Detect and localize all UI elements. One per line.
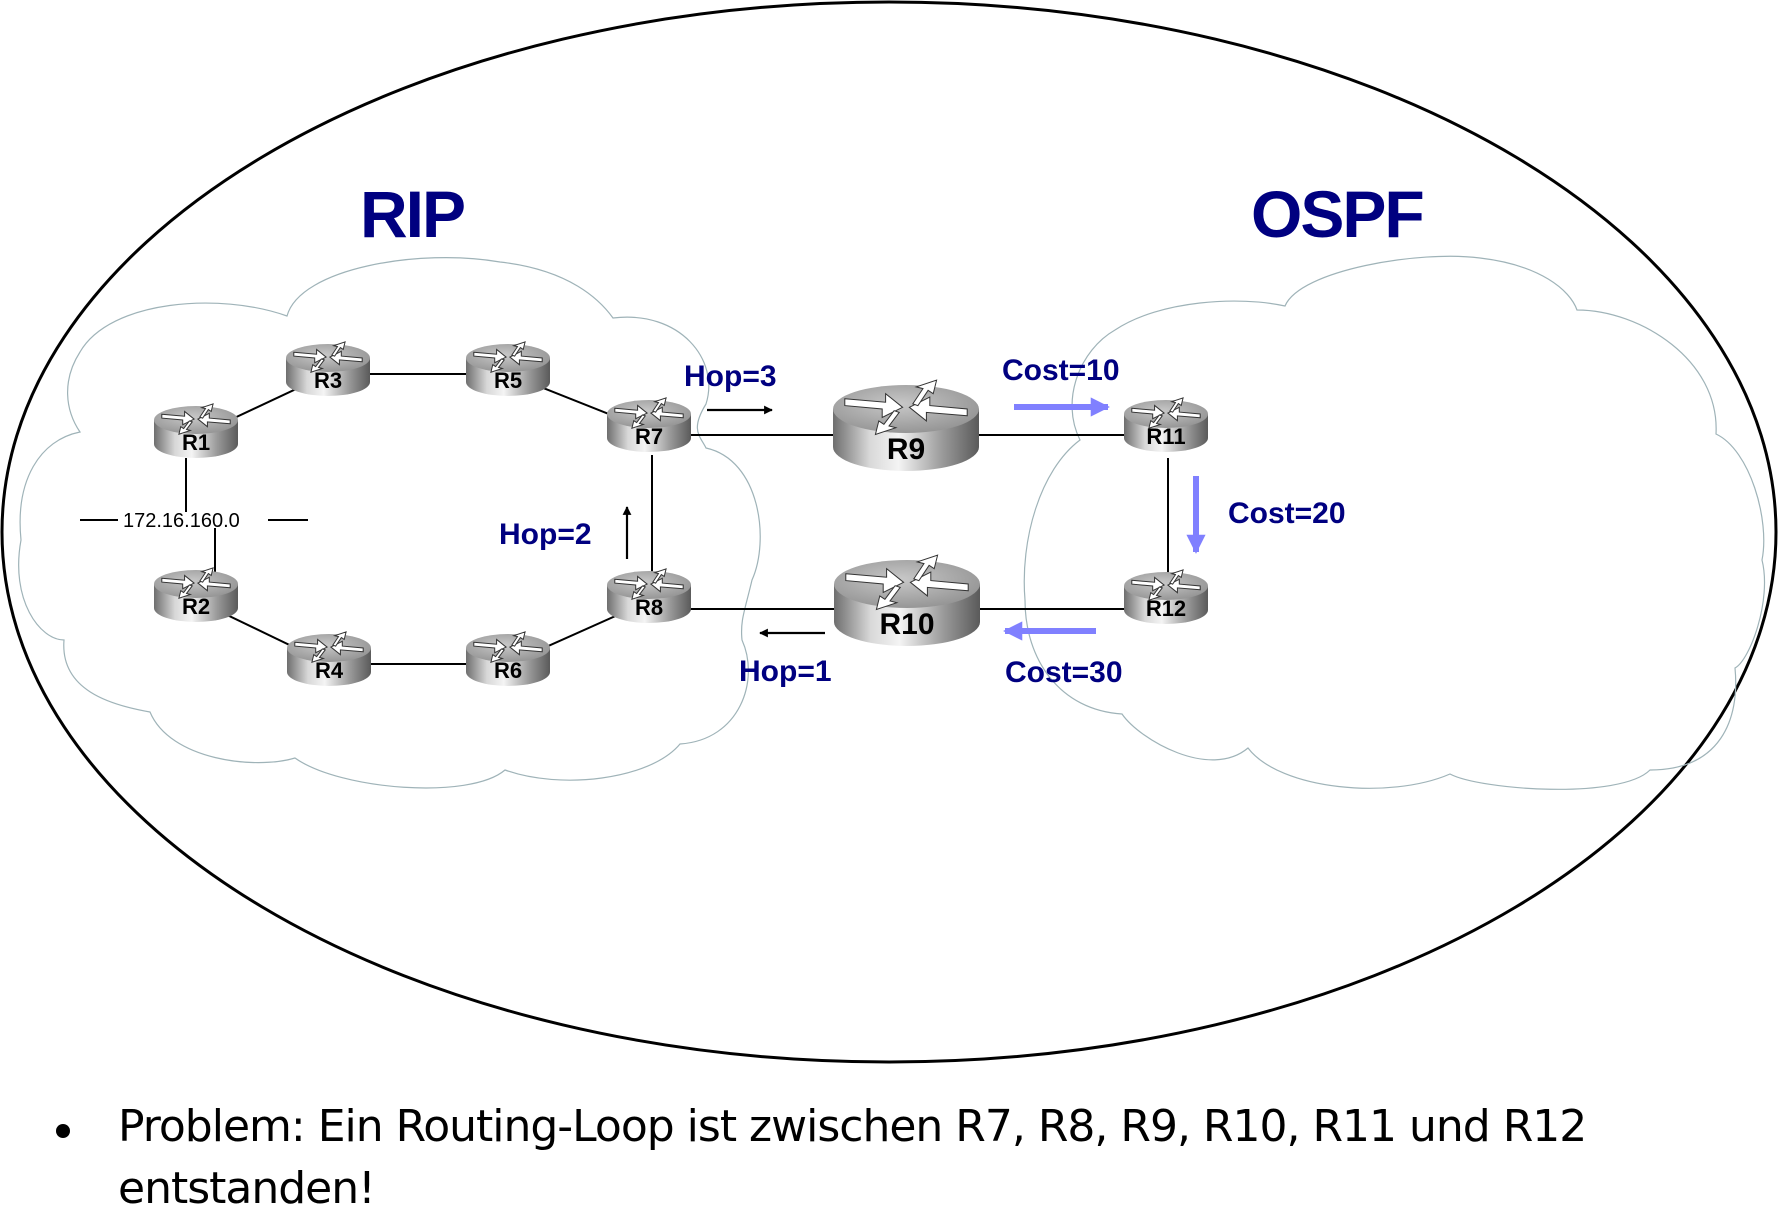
router-arrow-glyph bbox=[1169, 397, 1184, 413]
router-r7[interactable]: R7 bbox=[607, 397, 691, 452]
hop2-label: Hop=2 bbox=[499, 518, 592, 551]
router-arrow-glyph bbox=[332, 631, 347, 647]
hop3-label: Hop=3 bbox=[684, 360, 777, 393]
router-label: R2 bbox=[182, 594, 210, 619]
ospf-cloud bbox=[1023, 255, 1766, 790]
router-arrow-glyph bbox=[631, 414, 647, 430]
router-arrow-glyph bbox=[1169, 569, 1184, 585]
router-arrow-glyph bbox=[652, 397, 667, 413]
router-label: R4 bbox=[315, 658, 344, 683]
router-top bbox=[834, 560, 980, 608]
router-label: R3 bbox=[314, 368, 342, 393]
cost30-label: Cost=30 bbox=[1005, 656, 1123, 689]
router-r2[interactable]: R2 bbox=[154, 567, 238, 622]
hop1-label: Hop=1 bbox=[739, 655, 832, 688]
router-label: R11 bbox=[1146, 424, 1185, 449]
autonomous-system-boundary bbox=[0, 0, 1778, 1064]
router-arrow-glyph bbox=[511, 631, 526, 647]
router-top bbox=[286, 344, 370, 372]
router-r11[interactable]: R11 bbox=[1124, 397, 1208, 452]
router-arrow-glyph bbox=[178, 584, 194, 600]
router-label: R10 bbox=[879, 608, 934, 641]
router-label: R7 bbox=[635, 424, 663, 449]
network-label: 172.16.160.0 bbox=[123, 510, 240, 532]
router-r12[interactable]: R12 bbox=[1124, 569, 1208, 624]
router-arrow-glyph bbox=[311, 648, 327, 664]
router-arrow-glyph bbox=[178, 420, 194, 436]
rip-area-title: RIP bbox=[360, 177, 464, 251]
cost10-label: Cost=10 bbox=[1002, 354, 1120, 387]
router-arrow-glyph bbox=[199, 567, 214, 583]
router-label: R9 bbox=[887, 433, 925, 466]
router-arrow-glyph bbox=[875, 585, 902, 611]
cost20-label: Cost=20 bbox=[1228, 497, 1346, 530]
router-arrow-glyph bbox=[874, 410, 901, 436]
router-arrow-glyph bbox=[1148, 414, 1164, 430]
router-label: R6 bbox=[494, 658, 522, 683]
router-r8[interactable]: R8 bbox=[607, 568, 691, 623]
router-arrow-glyph bbox=[913, 554, 939, 582]
router-top bbox=[607, 571, 691, 599]
router-arrow-glyph bbox=[1148, 586, 1164, 602]
ospf-area-title: OSPF bbox=[1251, 177, 1423, 251]
router-arrow-glyph bbox=[490, 358, 506, 374]
router-top bbox=[607, 400, 691, 428]
router-top bbox=[466, 634, 550, 662]
router-top bbox=[466, 344, 550, 372]
router-top bbox=[154, 406, 238, 434]
router-top bbox=[154, 570, 238, 598]
router-arrow-glyph bbox=[652, 568, 667, 584]
router-r9[interactable]: R9 bbox=[833, 379, 979, 471]
router-arrow-glyph bbox=[511, 341, 526, 357]
router-r1[interactable]: R1 bbox=[154, 403, 238, 458]
router-label: R5 bbox=[494, 368, 522, 393]
router-arrow-glyph bbox=[331, 341, 346, 357]
router-r6[interactable]: R6 bbox=[466, 631, 550, 686]
router-label: R1 bbox=[182, 430, 210, 455]
network-segment: 172.16.160.0 bbox=[80, 510, 308, 532]
router-r3[interactable]: R3 bbox=[286, 341, 370, 396]
router-label: R12 bbox=[1146, 596, 1186, 621]
router-top bbox=[1124, 572, 1208, 600]
router-arrow-glyph bbox=[912, 379, 938, 407]
router-r10[interactable]: R10 bbox=[834, 554, 980, 646]
router-arrow-glyph bbox=[199, 403, 214, 419]
router-top bbox=[287, 634, 371, 662]
bullet-point bbox=[56, 1124, 70, 1138]
router-top bbox=[833, 385, 979, 433]
router-r4[interactable]: R4 bbox=[287, 631, 371, 686]
router-r5[interactable]: R5 bbox=[466, 341, 550, 396]
router-arrow-glyph bbox=[490, 648, 506, 664]
rip-cloud bbox=[18, 257, 761, 789]
router-arrow-glyph bbox=[631, 585, 647, 601]
router-label: R8 bbox=[635, 595, 663, 620]
router-top bbox=[1124, 400, 1208, 428]
router-arrow-glyph bbox=[310, 358, 326, 374]
problem-statement: Problem: Ein Routing-Loop ist zwischen R… bbox=[118, 1101, 1587, 1214]
